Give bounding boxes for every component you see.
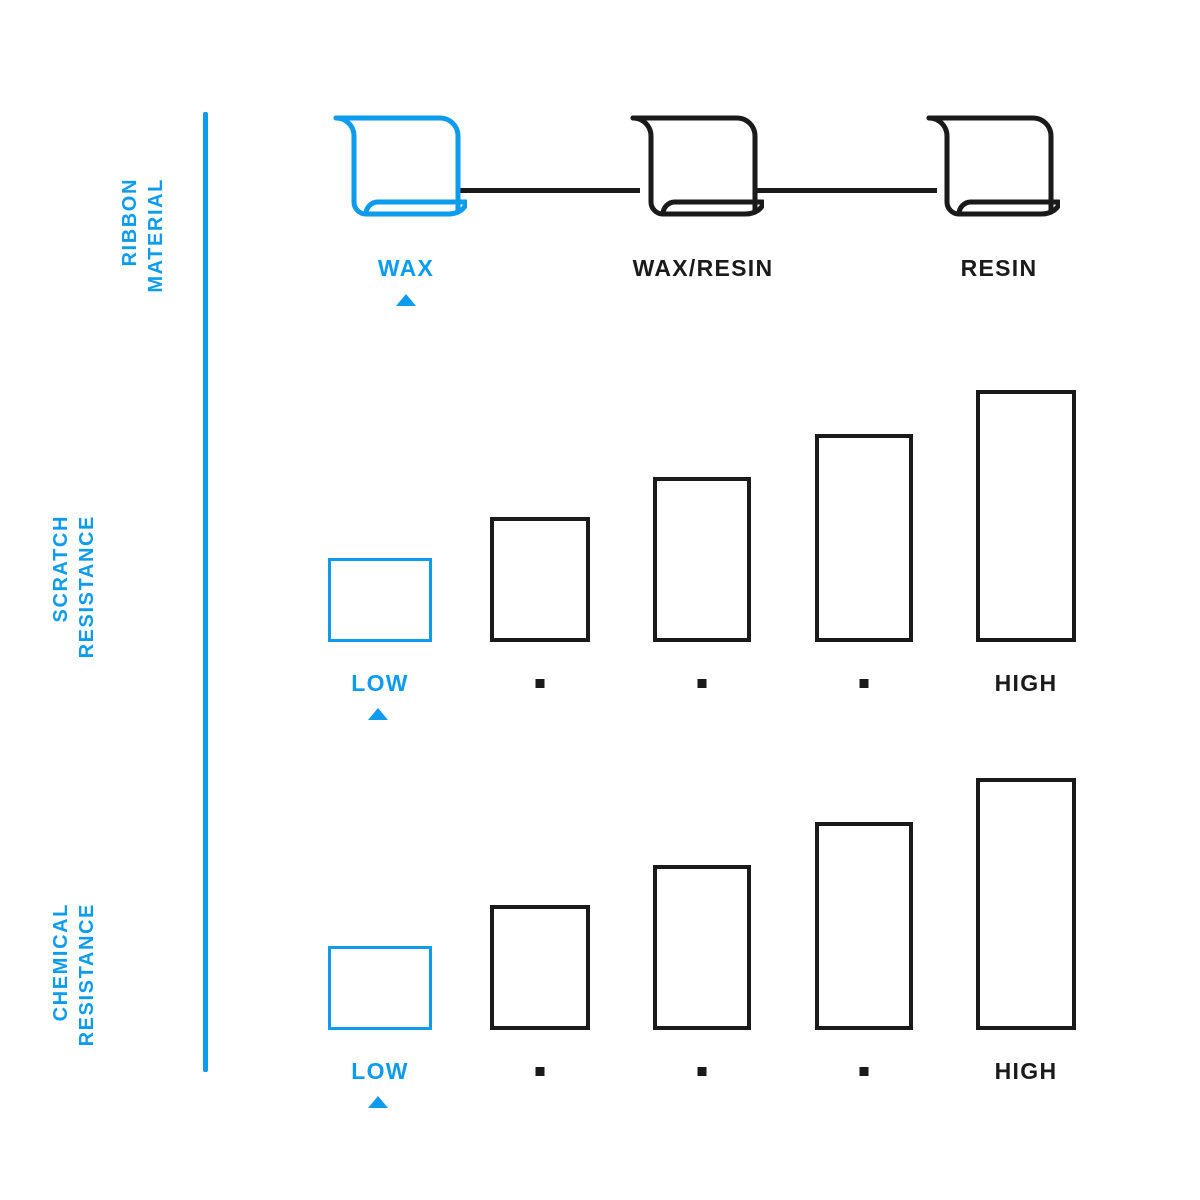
triangle-up-marker-scratch: [368, 708, 388, 720]
square-dot-marker-chemical-3: [697, 1067, 707, 1076]
ribbon-roll-icon-wax[interactable]: [332, 112, 467, 224]
square-dot-marker-scratch-3: [697, 679, 707, 688]
bar-scratch-3: [653, 477, 751, 642]
bar-scratch-4: [815, 434, 913, 642]
bar-chemical-4: [815, 822, 913, 1030]
row-label-line1: CHEMICAL: [50, 903, 72, 1022]
category-label-wax-resin: WAX/RESIN: [632, 255, 774, 281]
section-chemical-resistance: CHEMICAL RESISTANCE LOW HIGH: [0, 776, 1200, 1108]
row-label-scratch-resistance: SCRATCH RESISTANCE: [48, 515, 100, 690]
connector-line-1: [460, 188, 640, 193]
category-label-resin: RESIN: [960, 255, 1038, 281]
ribbon-icon-track: [0, 112, 1200, 262]
scale-label-high-chemical: HIGH: [994, 1058, 1058, 1084]
scale-label-high-scratch: HIGH: [994, 670, 1058, 696]
row-label-chemical-resistance: CHEMICAL RESISTANCE: [48, 903, 100, 1078]
row-label-line1: SCRATCH: [50, 515, 72, 623]
bar-scratch-5: [976, 390, 1076, 642]
ribbon-roll-icon-resin[interactable]: [925, 112, 1060, 224]
bar-chemical-5: [976, 778, 1076, 1030]
bar-scratch-2: [490, 517, 590, 642]
bar-chemical-2: [490, 905, 590, 1030]
row-label-line2: RESISTANCE: [76, 903, 98, 1047]
category-label-wax: WAX: [377, 255, 435, 281]
square-dot-marker-chemical-4: [859, 1067, 869, 1076]
row-label-line2: RESISTANCE: [76, 515, 98, 659]
section-scratch-resistance: SCRATCH RESISTANCE LOW HIGH: [0, 388, 1200, 720]
square-dot-marker-chemical-2: [535, 1067, 545, 1076]
triangle-up-marker-ribbon: [396, 294, 416, 306]
scale-label-low-scratch: LOW: [351, 670, 409, 696]
square-dot-marker-scratch-2: [535, 679, 545, 688]
bar-chemical-1: [328, 946, 432, 1030]
scale-label-low-chemical: LOW: [351, 1058, 409, 1084]
connector-line-2: [757, 188, 937, 193]
triangle-up-marker-chemical: [368, 1096, 388, 1108]
square-dot-marker-scratch-4: [859, 679, 869, 688]
bar-scratch-1: [328, 558, 432, 642]
ribbon-roll-icon-wax-resin[interactable]: [629, 112, 764, 224]
section-ribbon-material: RIBBON MATERIAL: [0, 112, 1200, 306]
bar-chemical-3: [653, 865, 751, 1030]
vertical-axis-rail: [203, 112, 208, 1072]
